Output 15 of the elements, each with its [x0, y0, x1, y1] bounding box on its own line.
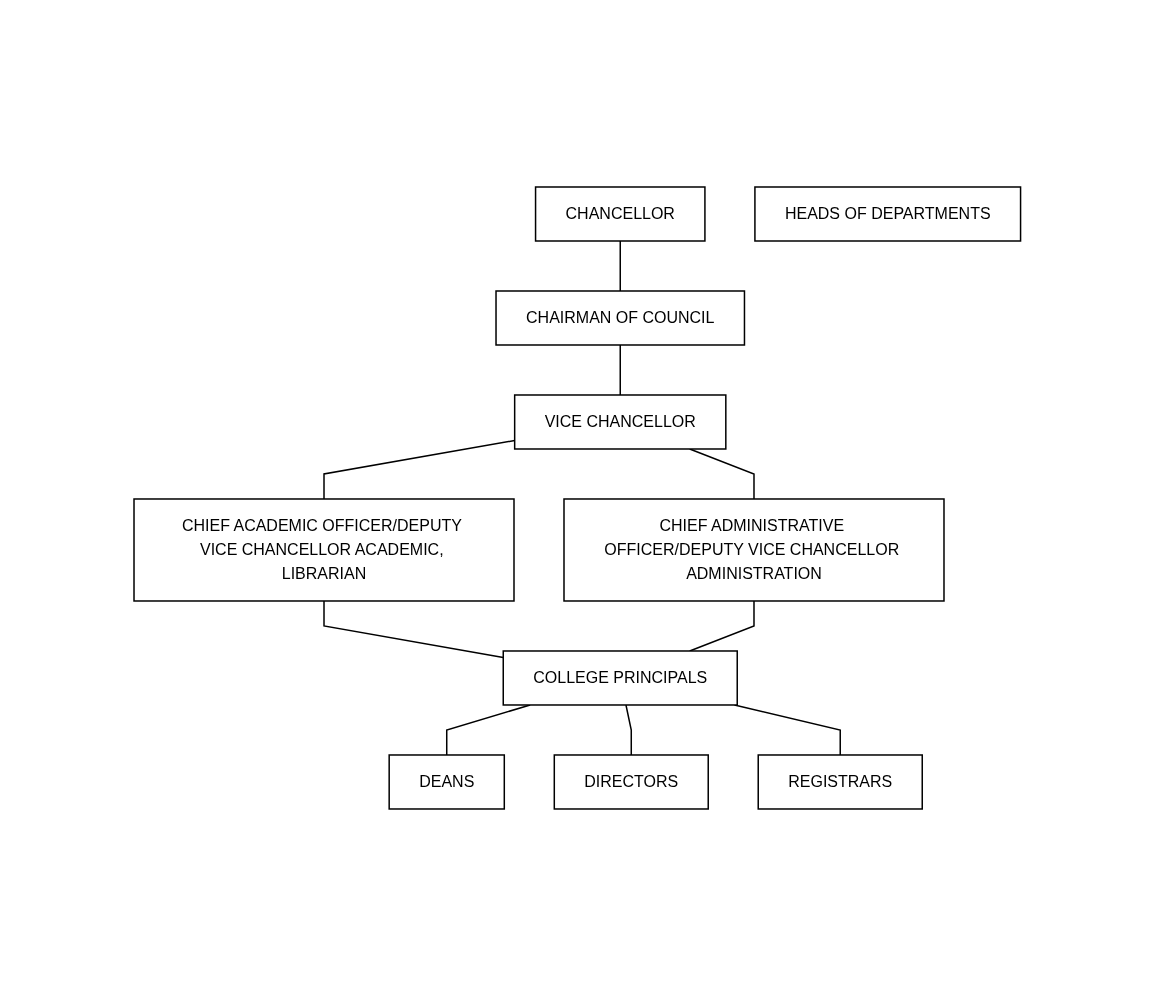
connector [619, 344, 621, 396]
connector [619, 240, 621, 292]
connector [624, 704, 632, 756]
node-box: VICE CHANCELLOR [513, 394, 727, 450]
connector [688, 448, 755, 500]
node-box: CHANCELLOR [534, 186, 706, 242]
node-box: HEADS OF DEPARTMENTS [753, 186, 1021, 242]
node-box: CHIEF ADMINISTRATIVE OFFICER/DEPUTY VICE CHANCELLOR ADMINISTRATION [562, 498, 945, 602]
node-box: DEANS [388, 754, 505, 810]
node-box: COLLEGE PRINCIPALS [502, 650, 738, 706]
node-box: CHAIRMAN OF COUNCIL [494, 290, 745, 346]
node-box: REGISTRARS [757, 754, 923, 810]
connector [445, 704, 531, 756]
node-box: CHIEF ACADEMIC OFFICER/DEPUTY VICE CHANCELLOR ACADEMIC, LIBRARIAN [132, 498, 515, 602]
node-box: DIRECTORS [553, 754, 709, 810]
